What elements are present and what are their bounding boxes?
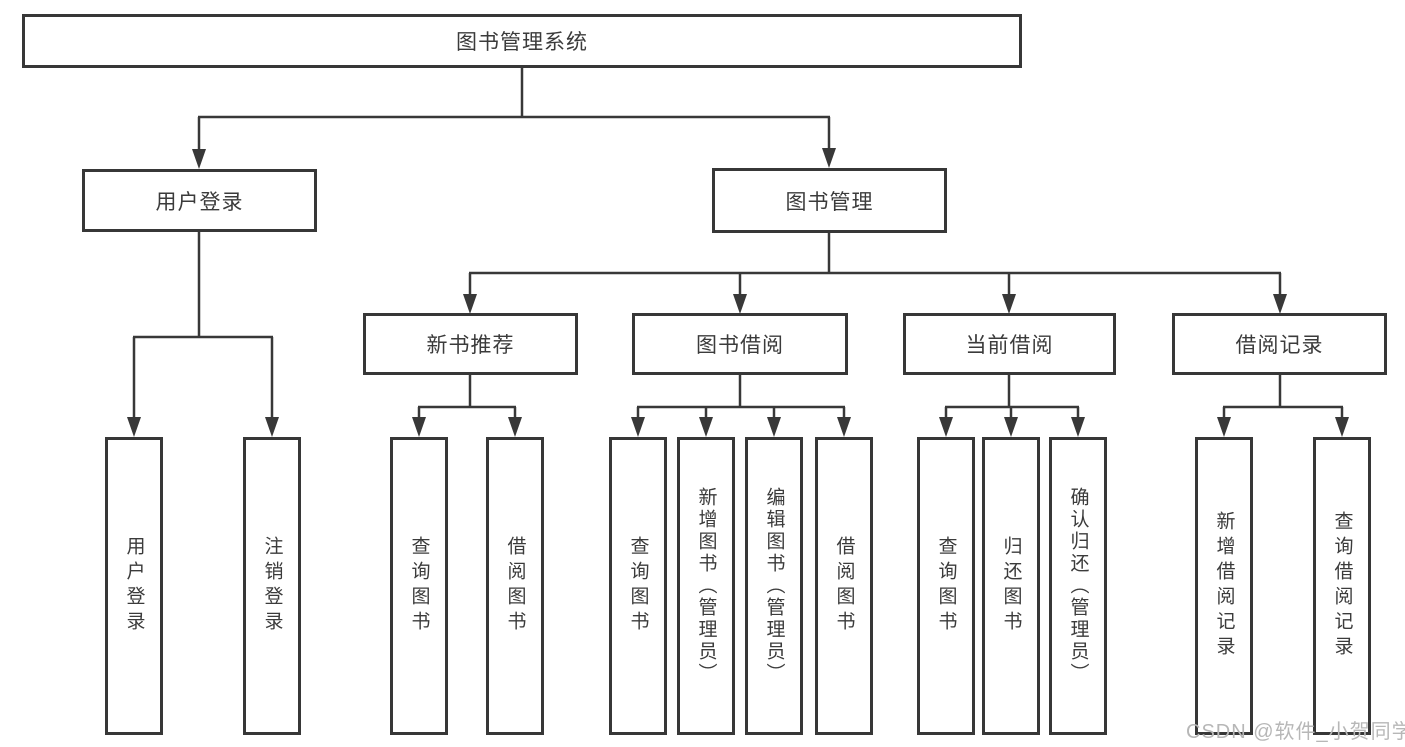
node-current-borrowing-label: 当前借阅 <box>965 334 1054 357</box>
node-logout: 注销登录 <box>243 437 301 735</box>
node-cb-query-book: 查询图书 <box>917 437 975 735</box>
node-br-query-record-label: 查询借阅记录 <box>1331 511 1353 661</box>
node-cb-confirm-return-label: 确认归还（管理员） <box>1067 487 1089 685</box>
node-login-label: 用户登录 <box>123 536 145 636</box>
node-book-management: 图书管理 <box>712 168 947 233</box>
node-bb-add-book: 新增图书（管理员） <box>677 437 735 735</box>
node-root-label: 图书管理系统 <box>456 31 588 54</box>
node-nbr-query-book-label: 查询图书 <box>408 536 430 636</box>
node-bb-borrow-book: 借阅图书 <box>815 437 873 735</box>
node-borrowing-records-label: 借阅记录 <box>1235 334 1324 357</box>
node-bb-borrow-book-label: 借阅图书 <box>833 536 855 636</box>
node-bb-query-book: 查询图书 <box>609 437 667 735</box>
node-borrowing-records: 借阅记录 <box>1172 313 1387 375</box>
node-bb-query-book-label: 查询图书 <box>627 536 649 636</box>
node-br-query-record: 查询借阅记录 <box>1313 437 1371 735</box>
node-book-borrowing: 图书借阅 <box>632 313 848 375</box>
node-login: 用户登录 <box>105 437 163 735</box>
node-root: 图书管理系统 <box>22 14 1022 68</box>
node-br-add-record: 新增借阅记录 <box>1195 437 1253 735</box>
node-nbr-query-book: 查询图书 <box>390 437 448 735</box>
node-user-login: 用户登录 <box>82 169 317 232</box>
node-bb-edit-book-label: 编辑图书（管理员） <box>763 487 785 685</box>
node-cb-confirm-return: 确认归还（管理员） <box>1049 437 1107 735</box>
node-bb-add-book-label: 新增图书（管理员） <box>695 487 717 685</box>
node-current-borrowing: 当前借阅 <box>903 313 1116 375</box>
node-bb-edit-book: 编辑图书（管理员） <box>745 437 803 735</box>
node-user-login-label: 用户登录 <box>155 190 244 214</box>
node-br-add-record-label: 新增借阅记录 <box>1213 511 1235 661</box>
node-cb-query-book-label: 查询图书 <box>935 536 957 636</box>
node-nbr-borrow-book: 借阅图书 <box>486 437 544 735</box>
node-cb-return-book-label: 归还图书 <box>1000 536 1022 636</box>
node-book-borrowing-label: 图书借阅 <box>696 334 784 357</box>
node-cb-return-book: 归还图书 <box>982 437 1040 735</box>
node-nbr-borrow-book-label: 借阅图书 <box>504 536 526 636</box>
node-new-book-recommend-label: 新书推荐 <box>426 334 515 357</box>
watermark: CSDN @软件_小贺同学 <box>1186 721 1405 743</box>
node-logout-label: 注销登录 <box>261 536 283 636</box>
node-new-book-recommend: 新书推荐 <box>363 313 578 375</box>
node-book-management-label: 图书管理 <box>785 190 874 214</box>
